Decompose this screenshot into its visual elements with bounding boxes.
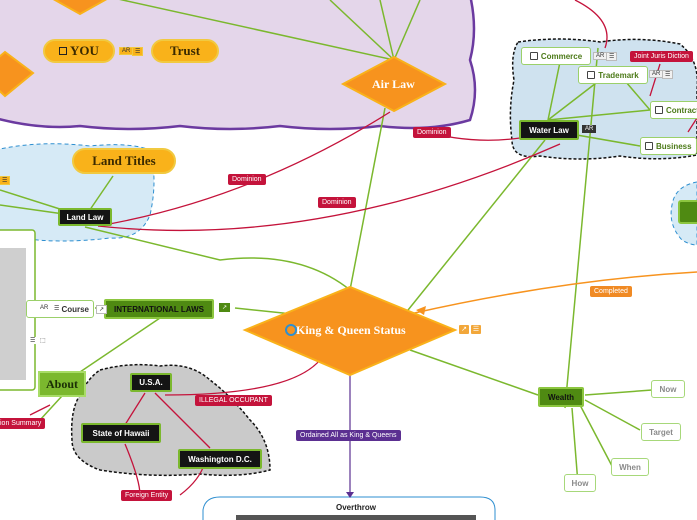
notes-icon[interactable]: ☰ [662,70,674,79]
contracts-label: Contracts [666,105,697,115]
air-law-label[interactable]: Air Law [372,77,415,91]
notes-icon[interactable]: ☰ [0,176,11,185]
contracts-node[interactable]: Contracts [650,101,697,119]
international-laws-node[interactable]: INTERNATIONAL LAWS [104,299,214,319]
checkbox-icon[interactable] [587,71,596,79]
you-label: YOU [70,43,99,58]
business-label: Business [656,141,692,151]
land-titles-node[interactable]: Land Titles [72,148,176,174]
notes-icon[interactable]: ☰ [28,337,38,344]
expand-icon[interactable]: ⬚ [38,337,48,344]
left-panel-image [0,248,26,380]
target-node[interactable]: Target [641,423,681,441]
illegal-occupant-label[interactable]: ILLEGAL OCCUPANT [195,395,272,406]
commerce-label: Commerce [540,51,583,61]
trademark-label: Trademark [598,70,639,80]
business-node[interactable]: Business [640,137,697,155]
course-node[interactable]: Course [26,300,94,318]
commerce-node[interactable]: Commerce [521,47,591,65]
when-node[interactable]: When [611,458,649,476]
expand-icon[interactable]: ↗ [219,303,231,312]
trademark-node[interactable]: Trademark [578,66,648,84]
king-queen-diamond [242,285,458,377]
how-node[interactable]: How [564,474,596,492]
top-diamond [52,0,108,16]
air-law-diamond [340,55,448,113]
overthrow-image [236,515,476,520]
notes-icon[interactable]: ☰ [132,47,144,56]
notes-icon[interactable]: ☰ [606,52,618,61]
dominion-label-3[interactable]: Dominion [413,127,451,138]
notes-icon[interactable]: ☰ [54,306,60,312]
land-law-node[interactable]: Land Law [58,208,112,226]
trust-node[interactable]: Trust [151,39,219,63]
expand-icon[interactable]: ↗ [96,305,108,314]
water-law-node[interactable]: Water Law [519,120,579,140]
checkbox-icon[interactable] [645,142,653,150]
overthrow-title[interactable]: Overthrow [335,503,376,512]
wealth-node[interactable]: Wealth [538,387,584,407]
ar-badge[interactable]: AR [40,305,49,311]
checkbox-icon[interactable] [655,106,663,114]
completed-label[interactable]: Completed [590,286,632,297]
about-node[interactable]: About [38,371,86,397]
now-node[interactable]: Now [651,380,685,398]
left-diamond [0,50,35,98]
union-summary-label[interactable]: ion Summary [0,418,46,429]
expand-icon[interactable]: ↗ [459,325,469,334]
joint-jurisdiction-label[interactable]: Joint Juris Diction [630,51,693,62]
checkbox-icon[interactable] [59,47,68,55]
dominion-label-1[interactable]: Dominion [228,174,266,185]
washington-dc-node[interactable]: Washington D.C. [178,449,262,469]
course-label: Course [61,304,89,314]
dominion-label-2[interactable]: Dominion [318,197,356,208]
right-edge-node[interactable] [678,200,697,224]
notes-icon[interactable]: ☰ [471,325,481,334]
usa-node[interactable]: U.S.A. [130,373,172,392]
you-node[interactable]: YOU [43,39,115,63]
central-topic-label[interactable]: King & Queen Status [296,323,406,337]
air-law-boundary [0,0,477,131]
foreign-entity-label[interactable]: Foreign Entity [121,490,173,501]
checkbox-icon[interactable] [529,52,538,60]
ordained-label[interactable]: Ordained All as King & Queens [296,430,401,441]
ar-badge[interactable]: AR [582,125,597,133]
state-of-hawaii-node[interactable]: State of Hawaii [81,423,161,443]
